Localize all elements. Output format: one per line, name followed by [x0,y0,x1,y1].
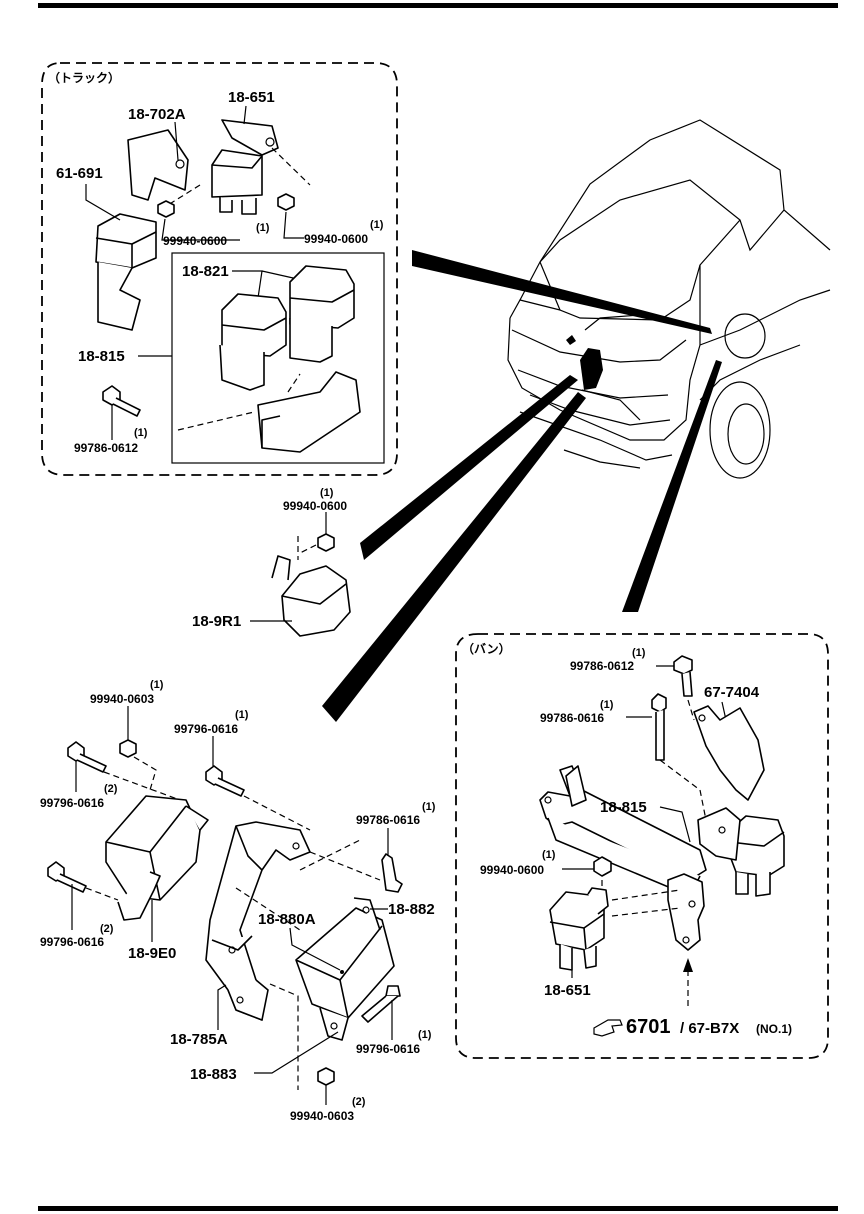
label-99796-0616-d: 99796-0616 [356,1042,420,1056]
label-99940-0600-van: 99940-0600 [480,863,544,877]
arrow-up-icon [683,958,693,972]
label-99796-0616-a: 99796-0616 [174,722,238,736]
label-99940-0603-top: 99940-0603 [90,692,154,706]
bracket-18-702a [127,129,189,201]
truck-dashed-box [41,62,398,476]
qty-van-2: (1) [600,699,614,711]
ref-text: / 67-B7X [680,1020,739,1037]
label-99796-0616-c: 99796-0616 [40,935,104,949]
label-18-9e0: 18-9E0 [128,945,176,962]
relay-location-mark [580,348,603,390]
relay-18-821-b [289,265,355,363]
label-67-7404: 67-7404 [704,684,760,701]
label-18-883: 18-883 [190,1066,237,1083]
nut-icon [317,533,335,552]
bracket-18-815 [257,371,361,453]
top-border-rule [38,3,838,8]
label-18-702a: 18-702A [128,106,186,123]
bracket-18-815-van [539,765,707,951]
label-99940-0603-bot: 99940-0603 [290,1109,354,1123]
nut-icon [317,1067,335,1086]
qty-van-1: (1) [632,647,646,659]
bolt-icon [361,985,401,1023]
label-99786-0612-van: 99786-0612 [570,659,634,673]
label-61-691: 61-691 [56,165,103,182]
qty-a: (1) [256,222,270,234]
bolt-icon [673,655,693,697]
label-18-815: 18-815 [78,348,125,365]
label-99940-0600-a: 99940-0600 [163,234,227,248]
label-18-815-van: 18-815 [600,799,647,816]
label-18-880a: 18-880A [258,911,316,928]
bolt-icon [205,765,245,797]
inner-box-18-815 [171,252,385,464]
nut-icon [277,193,295,211]
qty-ll-4: (2) [100,923,114,935]
relay-van-right [697,807,785,897]
leader-to-lower-left [322,392,586,722]
van-group: （バン） (1) 99786-0612 (1) 99786-0616 67-74… [455,633,829,1059]
leader-to-van-box [622,360,722,612]
relay-18-651-van [549,887,609,971]
qty-ll-1: (1) [150,679,164,691]
ref-note: (NO.1) [756,1022,792,1036]
nut-icon [593,856,612,877]
label-18-9r1: 18-9R1 [192,613,241,630]
bracket-18-785a [205,821,311,1021]
bolt-icon [651,693,667,761]
relay-61-691 [95,213,157,331]
label-18-785a: 18-785A [170,1031,228,1048]
relay-18-821-a [219,293,287,391]
label-99786-0616-van: 99786-0616 [540,711,604,725]
vehicle-illustration [507,119,831,479]
truck-title: （トラック） [48,70,120,85]
bolt-icon [102,385,141,417]
lower-left-group: (1) 99940-0603 (1) 99796-0616 (2) 99796-… [40,679,436,1123]
ref-number: 6701 [626,1016,671,1038]
label-18-882: 18-882 [388,901,435,918]
bottom-border-rule [38,1206,838,1211]
control-unit-18-880a [295,897,395,1041]
label-99796-0616-b: 99796-0616 [40,796,104,810]
label-18-651-van: 18-651 [544,982,591,999]
qty-ll-2: (1) [235,709,249,721]
nut-icon [157,200,175,218]
relay-18-9r1-group: 99940-0600 (1) 18-9R1 [192,487,351,637]
qty-ll-3: (2) [104,783,118,795]
qty-mid: (1) [320,487,334,499]
qty-b: (1) [370,219,384,231]
bolt-icon [67,741,107,773]
label-99940-0600-mid: 99940-0600 [283,499,347,513]
bracket-67-7404 [693,705,765,801]
qty-c: (1) [134,427,148,439]
leader-to-truck-box [412,250,712,334]
bolt-icon [381,853,403,893]
control-unit-18-9e0 [105,795,209,921]
label-18-821: 18-821 [182,263,229,280]
bolt-icon [47,861,87,893]
label-99940-0600-b: 99940-0600 [304,232,368,246]
truck-group: （トラック） 18-702A 18-651 99940-0600 (1) [41,62,398,476]
qty-van-3: (1) [542,849,556,861]
pointing-hand-icon [593,1019,623,1037]
relay-18-651 [211,119,279,215]
qty-ll-6: (1) [418,1029,432,1041]
qty-ll-5: (1) [422,801,436,813]
leader-to-18-9r1 [360,375,578,560]
qty-ll-7: (2) [352,1096,366,1108]
nut-icon [119,739,137,758]
label-99786-0616: 99786-0616 [356,813,420,827]
van-title: （バン） [462,641,511,656]
label-18-651: 18-651 [228,89,275,106]
label-99786-0612: 99786-0612 [74,441,138,455]
